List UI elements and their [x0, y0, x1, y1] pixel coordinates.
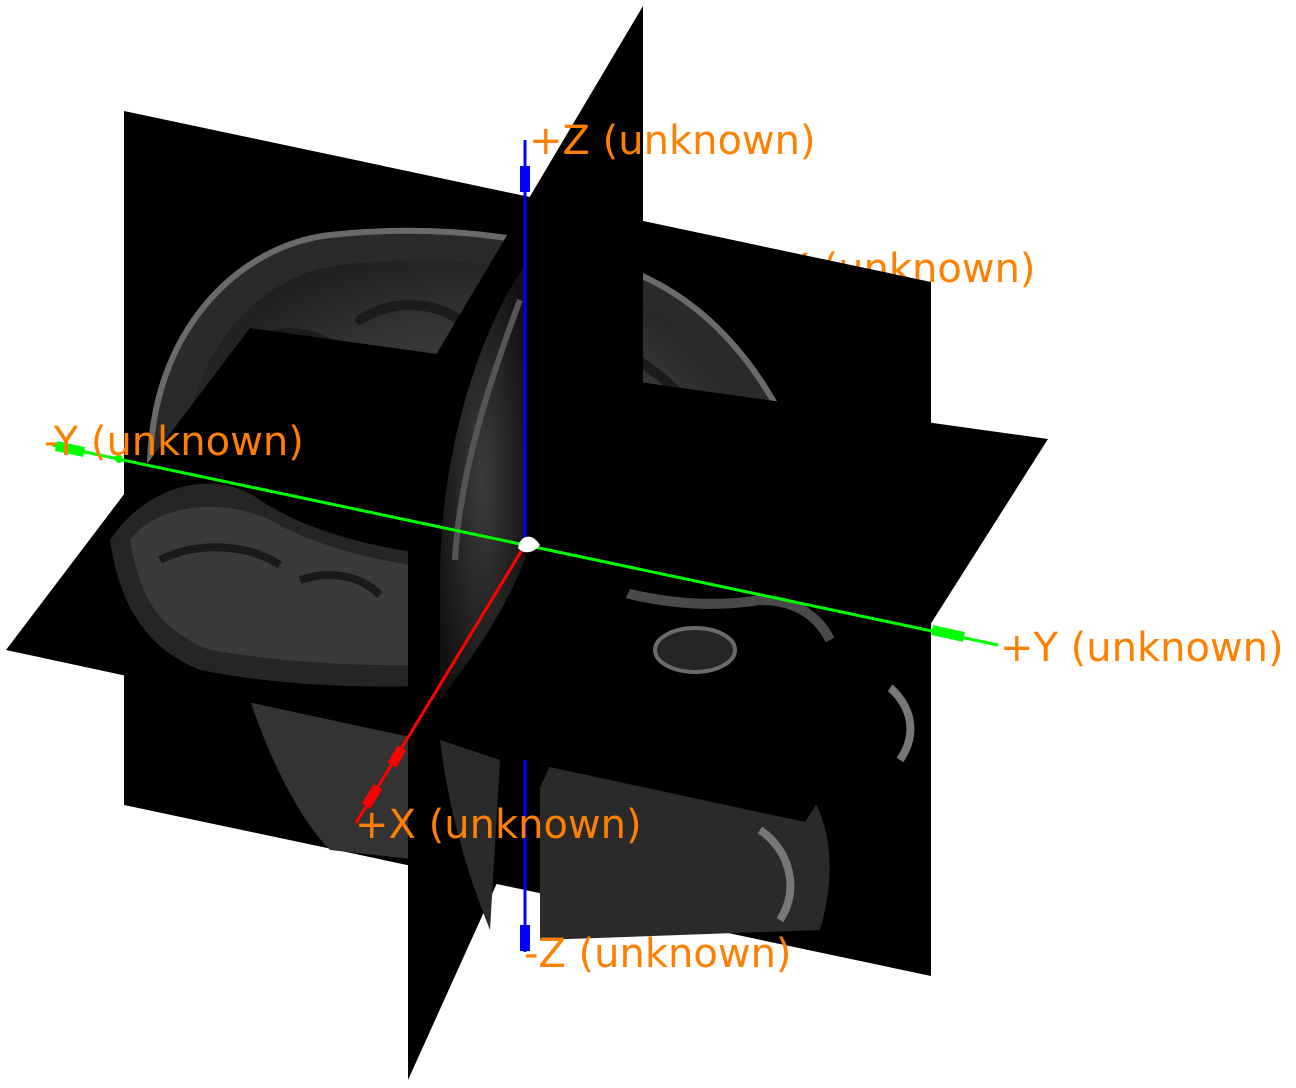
axis-label-plus-y: +Y (unknown): [1000, 625, 1284, 671]
origin-marker: [518, 536, 540, 553]
z-axis: [520, 140, 530, 952]
axis-label-plus-z: +Z (unknown): [529, 118, 816, 164]
axis-label-plus-x: +X (unknown): [355, 802, 642, 848]
axis-label-minus-z: -Z (unknown): [524, 931, 792, 977]
x-axis: [354, 544, 527, 824]
axis-label-minus-y: -Y (unknown): [44, 419, 304, 465]
